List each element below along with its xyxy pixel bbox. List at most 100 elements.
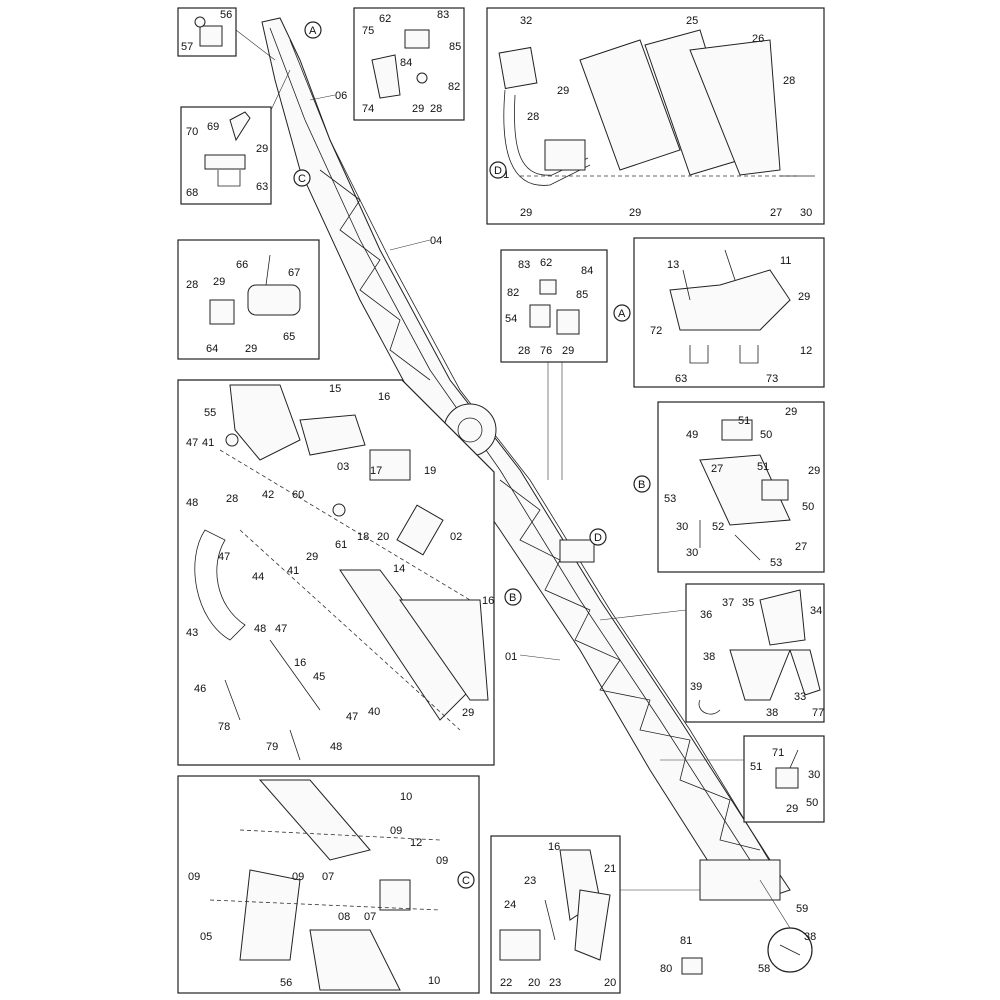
br-81: 81 [680, 935, 692, 947]
label-68: 68 [186, 187, 198, 199]
c-label-07b: 07 [364, 911, 376, 923]
label-63: 63 [256, 181, 268, 193]
c-label-09d: 09 [436, 855, 448, 867]
detail-d: 32 25 26 28 29 28 31 29 29 27 30 D [486, 7, 825, 225]
mr-33: 33 [794, 691, 806, 703]
bl-47b: 47 [218, 551, 230, 563]
bl-18: 18 [357, 531, 369, 543]
mr-38a: 38 [703, 651, 715, 663]
cm-label-62: 62 [540, 257, 552, 269]
cm-label-82: 82 [507, 287, 519, 299]
bl-44: 44 [252, 571, 264, 583]
d-label-26: 26 [752, 33, 764, 45]
bl-16b: 16 [482, 595, 494, 607]
mr-36: 36 [700, 609, 712, 621]
c-label-10a: 10 [400, 791, 412, 803]
bm-22: 22 [500, 977, 512, 989]
c-label-09b: 09 [188, 871, 200, 883]
c-label-08: 08 [338, 911, 350, 923]
d-label-29c: 29 [629, 207, 641, 219]
bl-17: 17 [370, 465, 382, 477]
bl-03: 03 [337, 461, 349, 473]
cm-label-28: 28 [518, 345, 530, 357]
b-label-53a: 53 [664, 493, 676, 505]
a-label-11: 11 [780, 255, 791, 267]
mr-38b: 38 [766, 707, 778, 719]
bm-21: 21 [604, 863, 616, 875]
bm-20a: 20 [528, 977, 540, 989]
d-label-27: 27 [770, 207, 782, 219]
bl-29b: 29 [462, 707, 474, 719]
cl-label-29a: 29 [213, 276, 225, 288]
inset-mid-right: 36 37 35 34 38 39 33 38 77 [599, 583, 825, 723]
bl-41a: 41 [202, 437, 214, 449]
label-83: 83 [437, 9, 449, 21]
detail-b: 49 51 29 50 27 51 29 53 30 52 50 30 27 5… [633, 401, 825, 573]
br-59: 59 [796, 903, 808, 915]
a-label-12: 12 [800, 345, 812, 357]
d-label-32: 32 [520, 15, 532, 27]
bl-19: 19 [424, 465, 436, 477]
label-62: 62 [379, 13, 391, 25]
bl-43: 43 [186, 627, 198, 639]
sr-51: 51 [750, 761, 762, 773]
b-label-50b: 50 [802, 501, 814, 513]
sr-30: 30 [808, 769, 820, 781]
a-label-63: 63 [675, 373, 687, 385]
bl-79: 79 [266, 741, 278, 753]
bl-60: 60 [292, 489, 304, 501]
marker-d-boom: D [594, 532, 602, 544]
c-label-56: 56 [280, 977, 292, 989]
label-75: 75 [362, 25, 374, 37]
d-label-29b: 29 [520, 207, 532, 219]
d-label-28b: 28 [527, 111, 539, 123]
cl-label-65: 65 [283, 331, 295, 343]
b-marker: B [638, 479, 645, 491]
d-label-28a: 28 [783, 75, 795, 87]
c-label-12: 12 [410, 837, 422, 849]
inset-small-right: 51 71 30 50 29 [660, 735, 825, 823]
bm-23b: 23 [549, 977, 561, 989]
bl-16c: 16 [294, 657, 306, 669]
c-label-07a: 07 [322, 871, 334, 883]
bl-47d: 47 [346, 711, 358, 723]
label-85: 85 [449, 41, 461, 53]
label-69: 69 [207, 121, 219, 133]
marker-c-top: C [298, 173, 306, 185]
b-label-30b: 30 [686, 547, 698, 559]
inset-center-left: 28 29 66 67 64 29 65 [177, 239, 320, 360]
br-38: 38 [804, 931, 816, 943]
mr-39: 39 [690, 681, 702, 693]
a-label-13: 13 [667, 259, 679, 271]
bl-29a: 29 [306, 551, 318, 563]
c-marker: C [462, 875, 470, 887]
b-label-29b: 29 [808, 465, 820, 477]
inset-top-left-1: 57 56 [177, 7, 276, 61]
c-label-05: 05 [200, 931, 212, 943]
bl-48a: 48 [186, 497, 198, 509]
cl-label-66: 66 [236, 259, 248, 271]
d-label-30: 30 [800, 207, 812, 219]
detail-a: 13 11 29 72 12 63 73 A [613, 237, 825, 388]
cm-label-76: 76 [540, 345, 552, 357]
bl-28: 28 [226, 493, 238, 505]
cm-label-85: 85 [576, 289, 588, 301]
label-29a: 29 [412, 103, 424, 115]
c-label-10b: 10 [428, 975, 440, 987]
bl-42: 42 [262, 489, 274, 501]
bl-15: 15 [329, 383, 341, 395]
bm-16: 16 [548, 841, 560, 853]
b-label-27b: 27 [795, 541, 807, 553]
bl-55: 55 [204, 407, 216, 419]
label-28a: 28 [430, 103, 442, 115]
d-marker: D [494, 165, 502, 177]
bl-47a: 47 [186, 437, 198, 449]
a-marker: A [618, 308, 626, 320]
bl-20: 20 [377, 531, 389, 543]
bl-02: 02 [450, 531, 462, 543]
bl-78: 78 [218, 721, 230, 733]
b-label-51a: 51 [738, 415, 750, 427]
a-label-73: 73 [766, 373, 778, 385]
b-label-30a: 30 [676, 521, 688, 533]
mr-37: 37 [722, 597, 734, 609]
